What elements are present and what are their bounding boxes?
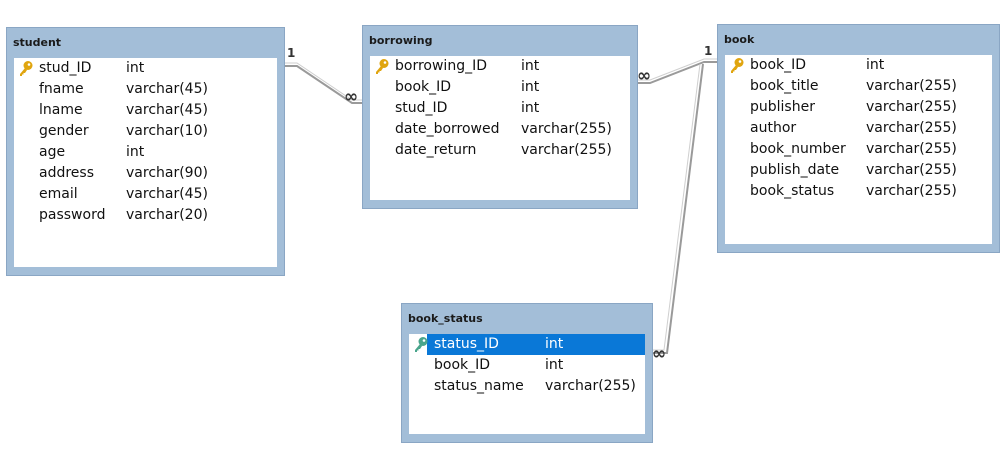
field-name: status_ID xyxy=(434,336,499,352)
field-row-age[interactable]: age int xyxy=(14,142,277,163)
field-name: stud_ID xyxy=(39,60,92,76)
field-row-book_number[interactable]: book_number varchar(255) xyxy=(725,139,992,160)
field-type: varchar(45) xyxy=(126,81,208,97)
field-row-address[interactable]: address varchar(90) xyxy=(14,163,277,184)
relationship-line-student-borrowing[interactable] xyxy=(284,65,364,104)
field-row-email[interactable]: email varchar(45) xyxy=(14,184,277,205)
field-name: date_borrowed xyxy=(395,121,500,137)
field-name: publish_date xyxy=(750,162,840,178)
field-name: book_number xyxy=(750,141,846,157)
field-row-fname[interactable]: fname varchar(45) xyxy=(14,79,277,100)
field-type: varchar(255) xyxy=(866,162,957,178)
field-row-book_ID[interactable]: book_ID int xyxy=(409,355,645,376)
field-name: password xyxy=(39,207,106,223)
field-row-book_ID[interactable]: book_ID int xyxy=(725,55,992,76)
field-row-gender[interactable]: gender varchar(10) xyxy=(14,121,277,142)
field-type: varchar(255) xyxy=(866,183,957,199)
field-row-book_ID[interactable]: book_ID int xyxy=(370,77,630,98)
field-row-author[interactable]: author varchar(255) xyxy=(725,118,992,139)
field-row-status_name[interactable]: status_name varchar(255) xyxy=(409,376,645,397)
field-type: varchar(255) xyxy=(866,120,957,136)
field-type: varchar(10) xyxy=(126,123,208,139)
cardinality-many: ∞ xyxy=(637,66,652,86)
cardinality-one: 1 xyxy=(287,46,296,60)
field-type: varchar(255) xyxy=(521,142,612,158)
field-name: lname xyxy=(39,102,83,118)
primary-key-icon xyxy=(374,58,390,75)
field-row-stud_ID[interactable]: stud_ID int xyxy=(14,58,277,79)
field-name: email xyxy=(39,186,78,202)
primary-key-icon xyxy=(413,336,429,353)
table-title: book xyxy=(724,33,755,46)
field-type: int xyxy=(521,100,540,116)
field-name: book_ID xyxy=(750,57,807,73)
primary-key-icon xyxy=(729,57,745,74)
field-name: age xyxy=(39,144,66,160)
field-name: book_title xyxy=(750,78,819,94)
field-row-publish_date[interactable]: publish_date varchar(255) xyxy=(725,160,992,181)
field-name: fname xyxy=(39,81,84,97)
field-type: varchar(255) xyxy=(866,141,957,157)
field-type: varchar(45) xyxy=(126,102,208,118)
field-row-borrowing_ID[interactable]: borrowing_ID int xyxy=(370,56,630,77)
field-row-book_title[interactable]: book_title varchar(255) xyxy=(725,76,992,97)
table-title: borrowing xyxy=(369,34,433,47)
field-row-password[interactable]: password varchar(20) xyxy=(14,205,277,226)
field-name: address xyxy=(39,165,95,181)
field-row-date_borrowed[interactable]: date_borrowed varchar(255) xyxy=(370,119,630,140)
field-name: stud_ID xyxy=(395,100,448,116)
field-type: int xyxy=(545,357,564,373)
field-row-lname[interactable]: lname varchar(45) xyxy=(14,100,277,121)
field-name: publisher xyxy=(750,99,815,115)
field-type: int xyxy=(126,60,145,76)
field-row-book_status[interactable]: book_status varchar(255) xyxy=(725,181,992,202)
field-type: int xyxy=(866,57,885,73)
cardinality-many: ∞ xyxy=(344,87,359,107)
field-name: book_ID xyxy=(395,79,452,95)
field-name: status_name xyxy=(434,378,524,394)
field-type: varchar(90) xyxy=(126,165,208,181)
field-row-status_ID[interactable]: status_ID int xyxy=(409,334,645,355)
field-name: gender xyxy=(39,123,89,139)
field-row-date_return[interactable]: date_return varchar(255) xyxy=(370,140,630,161)
field-name: author xyxy=(750,120,797,136)
cardinality-many: ∞ xyxy=(652,344,667,364)
table-title: book_status xyxy=(408,312,483,325)
field-type: int xyxy=(521,58,540,74)
field-name: borrowing_ID xyxy=(395,58,487,74)
table-title: student xyxy=(13,36,62,49)
field-type: varchar(20) xyxy=(126,207,208,223)
field-row-stud_ID[interactable]: stud_ID int xyxy=(370,98,630,119)
field-type: int xyxy=(126,144,145,160)
primary-key-icon xyxy=(18,60,34,77)
selection-highlight xyxy=(427,334,645,355)
field-type: int xyxy=(521,79,540,95)
field-name: book_status xyxy=(750,183,835,199)
relationship-line-book-book_status[interactable] xyxy=(652,63,704,354)
relationship-line-book-borrowing[interactable] xyxy=(637,61,717,84)
field-type: varchar(255) xyxy=(545,378,636,394)
field-name: book_ID xyxy=(434,357,491,373)
field-type: int xyxy=(545,336,564,352)
field-type: varchar(255) xyxy=(866,78,957,94)
field-row-publisher[interactable]: publisher varchar(255) xyxy=(725,97,992,118)
field-name: date_return xyxy=(395,142,477,158)
cardinality-one: 1 xyxy=(704,44,713,58)
field-type: varchar(255) xyxy=(521,121,612,137)
field-type: varchar(45) xyxy=(126,186,208,202)
field-type: varchar(255) xyxy=(866,99,957,115)
